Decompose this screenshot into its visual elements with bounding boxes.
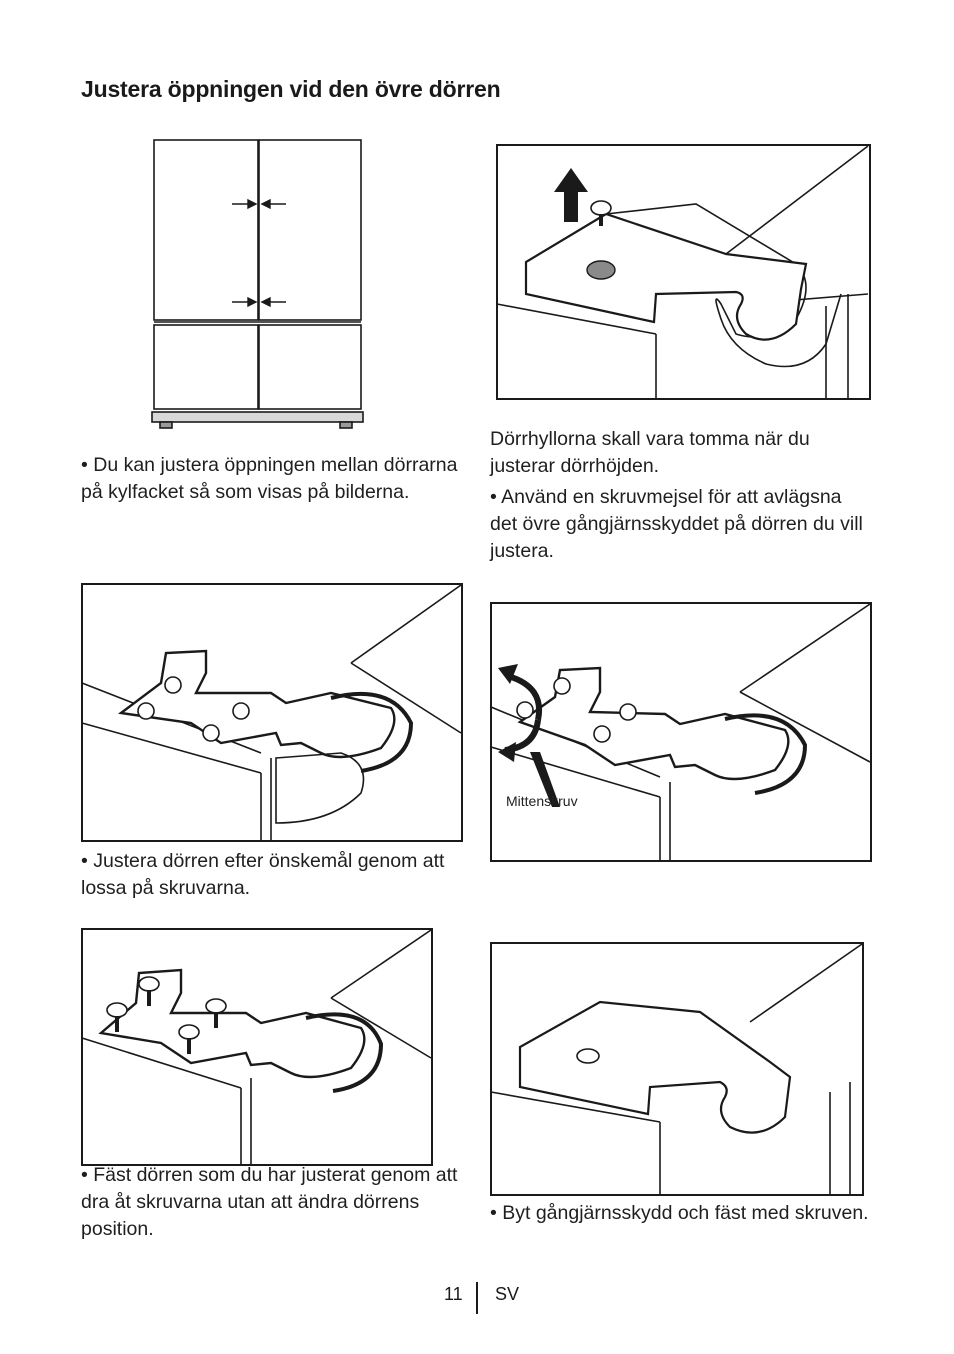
cap-icon xyxy=(576,1048,600,1064)
page-number: 11 xyxy=(444,1284,463,1304)
step3-text: • Justera dörren efter önskemål genom at… xyxy=(81,850,445,899)
figure-tighten-screws xyxy=(81,928,433,1166)
footer-divider xyxy=(476,1282,478,1314)
gap-arrows-icon xyxy=(232,198,286,308)
screw-icon xyxy=(106,976,227,1054)
figure-hinge-cover-removal xyxy=(496,144,871,400)
callout-middle-screw: Mittenskruv xyxy=(506,793,578,809)
step1-text: • Du kan justera öppningen mellan dörrar… xyxy=(81,454,458,503)
arrow-up-icon xyxy=(554,168,588,222)
step2-text: Dörrhyllorna skall vara tomma när du jus… xyxy=(490,428,863,562)
cap-icon xyxy=(586,260,616,280)
figure-fridge-front xyxy=(150,136,365,432)
step5-text: • Fäst dörren som du har justerat genom … xyxy=(81,1164,458,1240)
figure-middle-screw: Mittenskruv xyxy=(490,602,872,862)
screw-icon xyxy=(137,676,250,742)
figure-loosen-screws xyxy=(81,583,463,842)
screw-icon xyxy=(516,677,637,743)
figure-replace-cover xyxy=(490,942,864,1196)
page-title: Justera öppningen vid den övre dörren xyxy=(81,76,501,102)
step6-text: • Byt gångjärnsskydd och fäst med skruve… xyxy=(490,1202,869,1224)
screw-icon xyxy=(590,200,612,226)
language-code: SV xyxy=(495,1284,520,1304)
page-footer: 11 SV xyxy=(0,1282,954,1316)
